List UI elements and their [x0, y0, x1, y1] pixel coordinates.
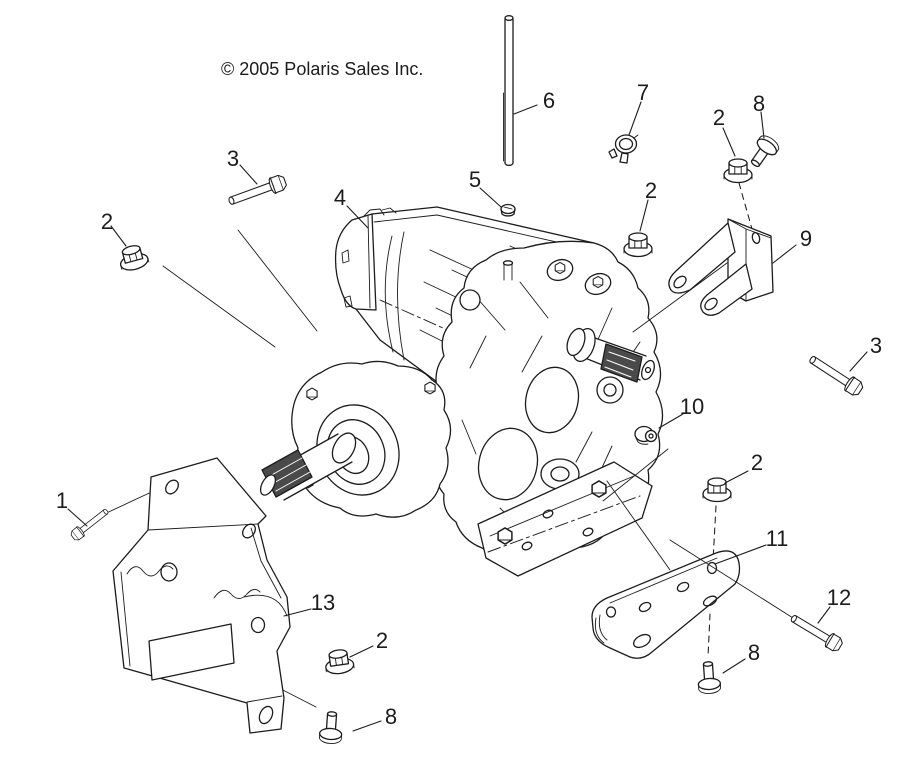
part-mount-bracket-lower-right: [591, 550, 741, 659]
hex-bolt-1: [68, 505, 112, 543]
callout-label-2e: 2: [376, 628, 388, 653]
callout-label-7: 7: [637, 80, 649, 105]
hex-bolt-3a: [225, 172, 289, 210]
plug-screw-10: [634, 425, 658, 445]
hex-bolt-12: [787, 610, 845, 654]
callout-label-8b: 8: [748, 640, 760, 665]
front-output-housing: [259, 360, 452, 518]
part-mount-bracket-upper-right: [668, 218, 774, 316]
callout-label-11: 11: [766, 526, 789, 551]
vent-tube-6: [503, 15, 514, 166]
hardware: [68, 15, 866, 745]
callout-label-3a: 3: [227, 146, 239, 171]
callout-label-1: 1: [56, 488, 68, 513]
callout-label-8c: 8: [385, 704, 397, 729]
callout-label-8a: 8: [753, 91, 765, 116]
leader-lines: [67, 101, 868, 732]
part-gearcase-assembly: [259, 206, 664, 577]
callout-label-6: 6: [543, 88, 555, 113]
callout-label-4: 4: [334, 185, 346, 210]
flange-nut-2e: [322, 647, 356, 676]
callout-label-10: 10: [680, 394, 704, 419]
hex-bolt-3b: [805, 351, 866, 399]
callout-label-5: 5: [469, 167, 481, 192]
flange-screw-8c: [318, 710, 344, 745]
callout-label-9: 9: [800, 226, 812, 251]
callout-label-2d: 2: [751, 450, 763, 475]
flange-nut-2a: [115, 242, 151, 274]
callout-label-13: 13: [311, 590, 335, 615]
callout-label-2c: 2: [645, 178, 657, 203]
callout-label-2b: 2: [713, 105, 725, 130]
copyright-notice: © 2005 Polaris Sales Inc.: [221, 59, 423, 79]
vent-fitting-5: [500, 203, 516, 217]
flange-screw-8a: [744, 132, 782, 173]
part-mount-bracket-left: [112, 457, 291, 734]
output-shaft: [566, 327, 655, 383]
callout-label-3b: 3: [870, 333, 882, 358]
assembly-lines: [99, 182, 753, 708]
flange-nut-2b: [723, 158, 753, 184]
callout-label-12: 12: [827, 585, 851, 610]
hose-clamp-7: [608, 134, 639, 164]
flange-screw-8b: [696, 660, 722, 695]
callout-labels: 1 2 3 4 5 6 7 2 8 9 2 3 10 2 11 12 8 13 …: [56, 80, 882, 729]
flange-nut-2c: [623, 232, 653, 258]
assembly-line-bolt12: [669, 539, 794, 619]
callout-label-2a: 2: [101, 209, 113, 234]
